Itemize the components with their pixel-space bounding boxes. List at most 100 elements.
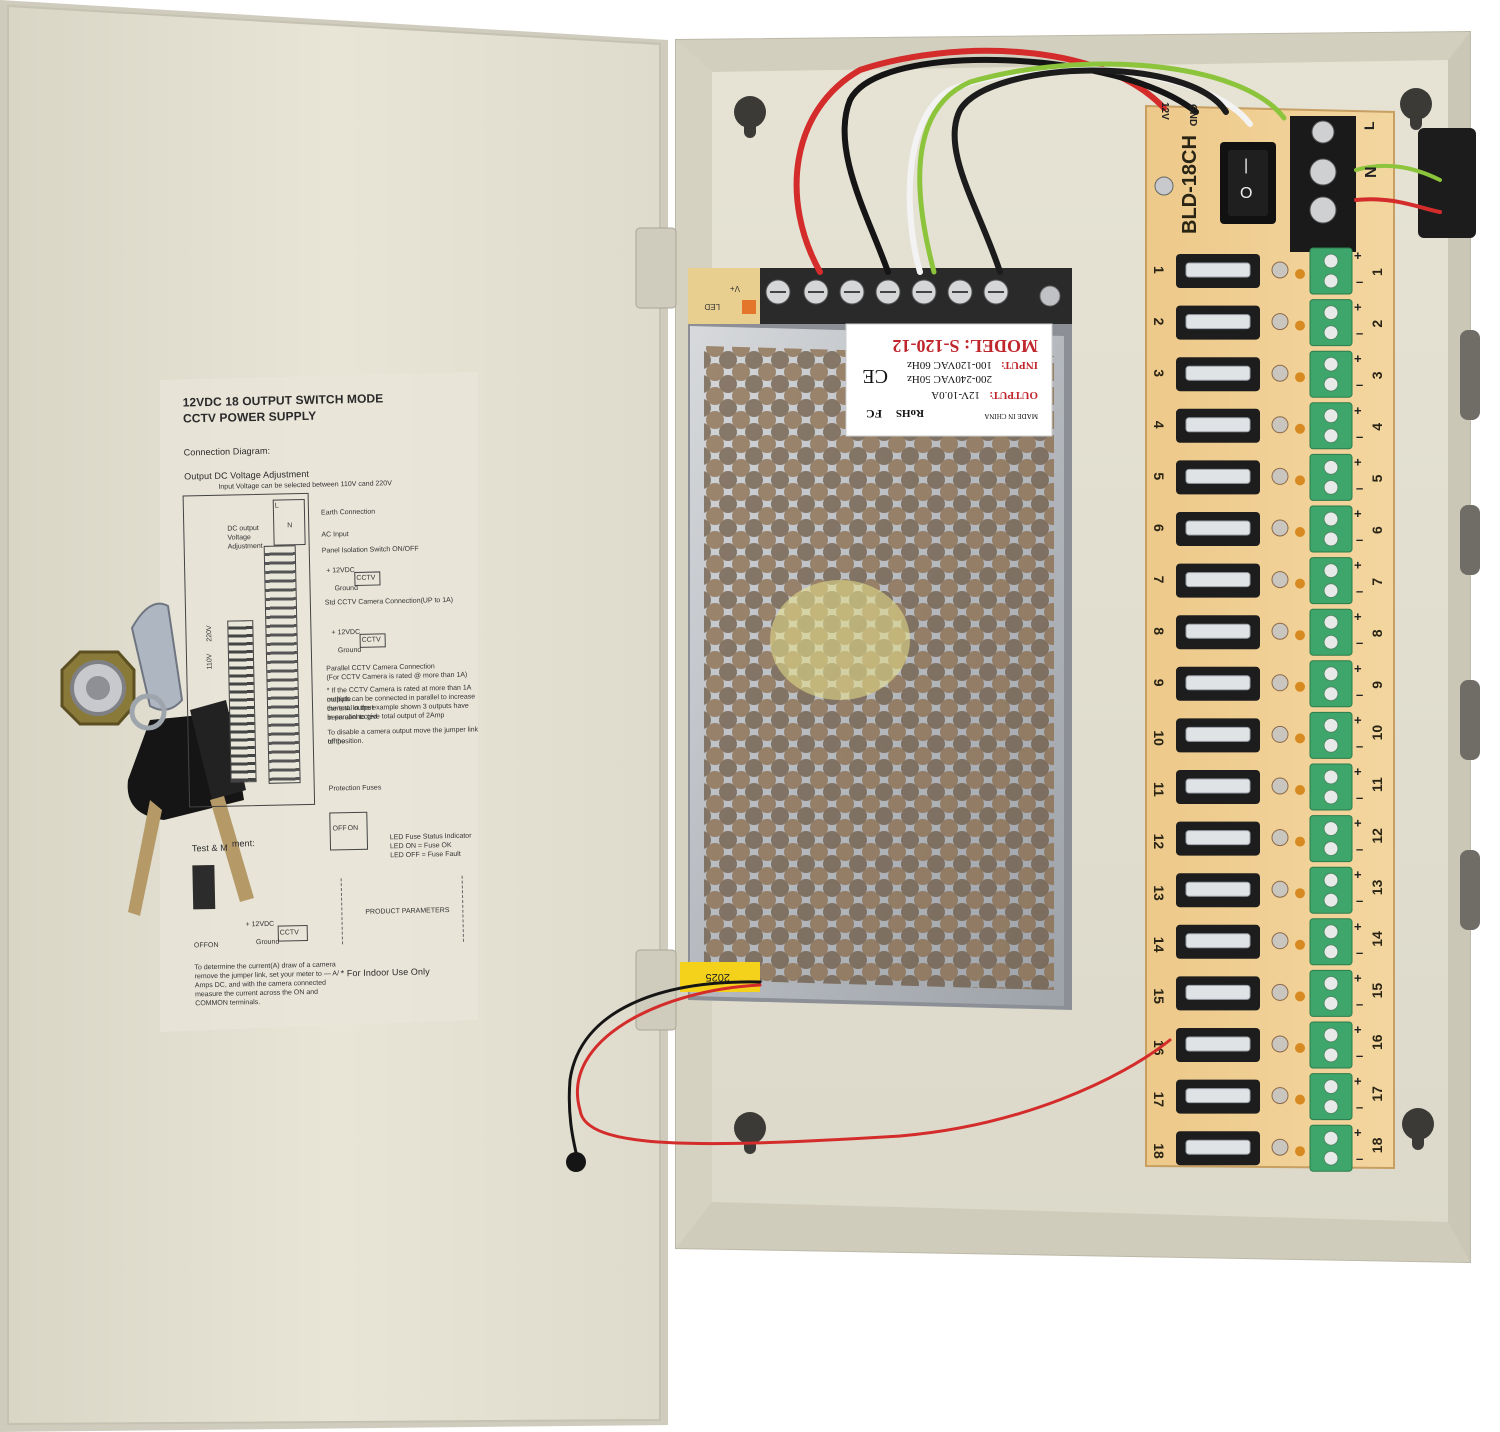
terminal-screw[interactable] (1323, 892, 1339, 908)
terminal-plus: + (1354, 661, 1362, 676)
psu-model: MODEL: S-120-12 (893, 336, 1039, 356)
output-terminal[interactable] (1309, 918, 1353, 966)
output-terminal[interactable] (1309, 763, 1353, 811)
terminal-screw[interactable] (1323, 356, 1339, 372)
channel-row: 6+–6 (1151, 505, 1385, 553)
switch-on-mark: | (1244, 157, 1248, 174)
terminal-screw[interactable] (1323, 583, 1339, 599)
channel-number: 5 (1151, 472, 1167, 480)
terminal-screw[interactable] (1323, 995, 1339, 1011)
enclosure-door (0, 0, 677, 1432)
terminal-screw[interactable] (1323, 975, 1339, 991)
channel-number: 18 (1151, 1143, 1167, 1159)
output-terminal[interactable] (1309, 402, 1353, 450)
terminal-minus: – (1356, 945, 1363, 960)
terminal-screw[interactable] (1323, 305, 1339, 321)
psu-input-label: INPUT: (1001, 359, 1038, 371)
output-terminal[interactable] (1309, 608, 1353, 656)
capacitor (1295, 836, 1305, 847)
terminal-screw[interactable] (1323, 273, 1339, 289)
output-terminal[interactable] (1309, 247, 1353, 295)
terminal-screw[interactable] (1323, 789, 1339, 805)
terminal-screw[interactable] (1323, 872, 1339, 888)
capacitor (1295, 785, 1305, 795)
terminal-screw[interactable] (1323, 376, 1339, 392)
channel-row: 8+–8 (1151, 608, 1385, 656)
output-terminal[interactable] (1309, 866, 1353, 914)
keys-icon[interactable] (127, 693, 254, 916)
disable-note-2: off position. (327, 737, 364, 746)
terminal-screw[interactable] (1323, 531, 1339, 547)
output-terminal[interactable] (1309, 453, 1353, 501)
terminal-screw[interactable] (1323, 459, 1339, 475)
connection-diagram-heading: Connection Diagram: (183, 445, 271, 458)
terminal-minus: – (1356, 790, 1363, 805)
terminal-plus: + (1354, 1125, 1362, 1140)
channel-number: 11 (1151, 782, 1167, 797)
terminal-screw[interactable] (1323, 717, 1339, 733)
terminal-screw[interactable] (1323, 686, 1339, 702)
terminal-screw[interactable] (1323, 924, 1339, 940)
terminal-screw[interactable] (1323, 769, 1339, 785)
glass-fuse (1185, 572, 1251, 588)
diagram-220v: 220V (205, 625, 214, 642)
glass-fuse (1185, 365, 1251, 381)
terminal-screw[interactable] (1323, 408, 1339, 424)
terminal-screw[interactable] (1323, 563, 1339, 579)
terminal-screw[interactable] (1323, 511, 1339, 527)
terminal-n-label: N (1363, 166, 1380, 178)
fuse-status-led (1271, 880, 1289, 898)
terminal-screw[interactable] (1323, 944, 1339, 960)
fuse-status-led (1271, 983, 1289, 1001)
terminal-screw[interactable] (1323, 1099, 1339, 1115)
capacitor (1295, 630, 1305, 641)
terminal-screw[interactable] (1323, 1047, 1339, 1063)
terminal-plus: + (1354, 351, 1362, 366)
psu-tag-led: LED (704, 302, 720, 311)
terminal-screw[interactable] (1323, 325, 1339, 341)
channel-row: 17+–17 (1151, 1073, 1385, 1121)
terminal-screw[interactable] (1323, 821, 1339, 837)
output-terminal[interactable] (1309, 1124, 1353, 1172)
channel-number-right: 4 (1369, 423, 1385, 431)
wire-ac-cord (1354, 163, 1442, 182)
wire-black (951, 67, 1229, 275)
ac-cord-grommet (1418, 128, 1476, 238)
glass-fuse (1185, 1036, 1251, 1052)
output-terminal[interactable] (1309, 350, 1353, 398)
output-terminal[interactable] (1309, 815, 1353, 863)
power-rocker-switch[interactable] (1220, 142, 1276, 224)
output-terminal[interactable] (1309, 505, 1353, 553)
fuse-status-led (1271, 725, 1289, 743)
terminal-screw[interactable] (1323, 634, 1339, 650)
terminal-screw[interactable] (1323, 253, 1339, 269)
terminal-screw[interactable] (1323, 841, 1339, 857)
terminal-screw[interactable] (1323, 666, 1339, 682)
terminal-screw[interactable] (1323, 1027, 1339, 1043)
output-terminal[interactable] (1309, 660, 1353, 708)
dc-output-label-1: DC output (227, 524, 259, 533)
terminal-screw[interactable] (1323, 614, 1339, 630)
terminal-screw[interactable] (1323, 1079, 1339, 1095)
terminal-screw[interactable] (1323, 1130, 1339, 1146)
output-terminal[interactable] (1309, 1073, 1353, 1121)
output-terminal[interactable] (1309, 969, 1353, 1017)
channel-number-right: 13 (1369, 879, 1385, 895)
keyhole-slot-icon (1400, 88, 1432, 130)
fuse-status-led (1271, 261, 1289, 279)
terminal-screw[interactable] (1323, 479, 1339, 495)
output-terminal[interactable] (1309, 299, 1353, 347)
output-terminal[interactable] (1309, 557, 1353, 605)
fuse-status-led (1271, 777, 1289, 795)
terminal-screw[interactable] (1323, 428, 1339, 444)
channel-number-right: 10 (1369, 725, 1385, 741)
glass-fuse (1185, 778, 1251, 794)
panel-isolation-label: Panel Isolation Switch ON/OFF (321, 545, 419, 555)
terminal-plus: + (1354, 506, 1362, 521)
terminal-minus: – (1356, 480, 1363, 495)
terminal-screw[interactable] (1323, 737, 1339, 753)
output-terminal[interactable] (1309, 711, 1353, 759)
output-terminal[interactable] (1309, 1021, 1353, 1069)
terminal-screw[interactable] (1323, 1150, 1339, 1166)
glass-fuse (1185, 933, 1251, 949)
